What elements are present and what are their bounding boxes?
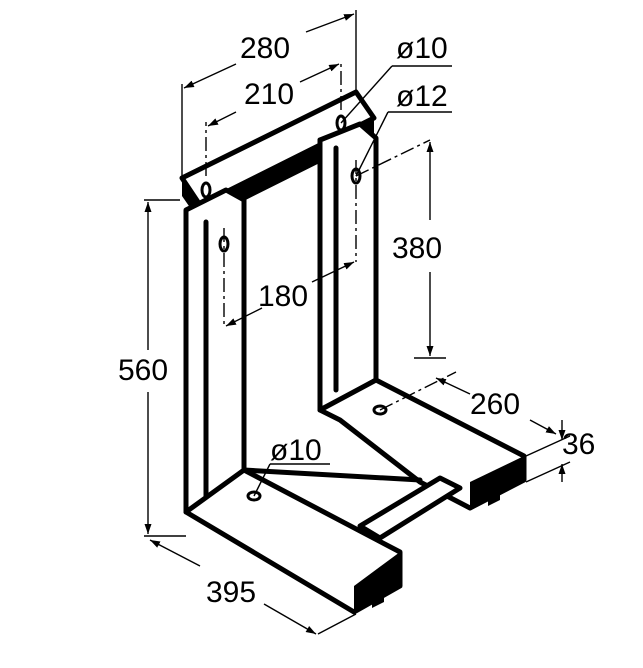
back-foot-hole (372, 404, 388, 416)
dim-210-label: 210 (244, 78, 294, 111)
back-foot (317, 377, 527, 511)
dim-180-label: 180 (258, 280, 308, 313)
dim-upper-hole-label: ø12 (396, 80, 448, 113)
dim-top-hole-label: ø10 (396, 32, 448, 65)
inner-frame (241, 157, 423, 483)
back-leg (317, 121, 379, 413)
dim-foot-hole-label: ø10 (270, 434, 322, 467)
dim-395-label: 395 (206, 576, 256, 609)
dim-260-label: 260 (470, 388, 520, 421)
dim-380-label: 380 (392, 232, 442, 265)
dim-280-label: 280 (240, 32, 290, 65)
dimension-lines (144, 10, 571, 635)
front-foot (183, 467, 403, 615)
top-hole-left (200, 181, 212, 199)
dim-560-label: 560 (118, 354, 168, 387)
front-foot-hole (246, 490, 262, 502)
front-leg (183, 187, 247, 515)
dim-36-label: 36 (562, 428, 595, 461)
